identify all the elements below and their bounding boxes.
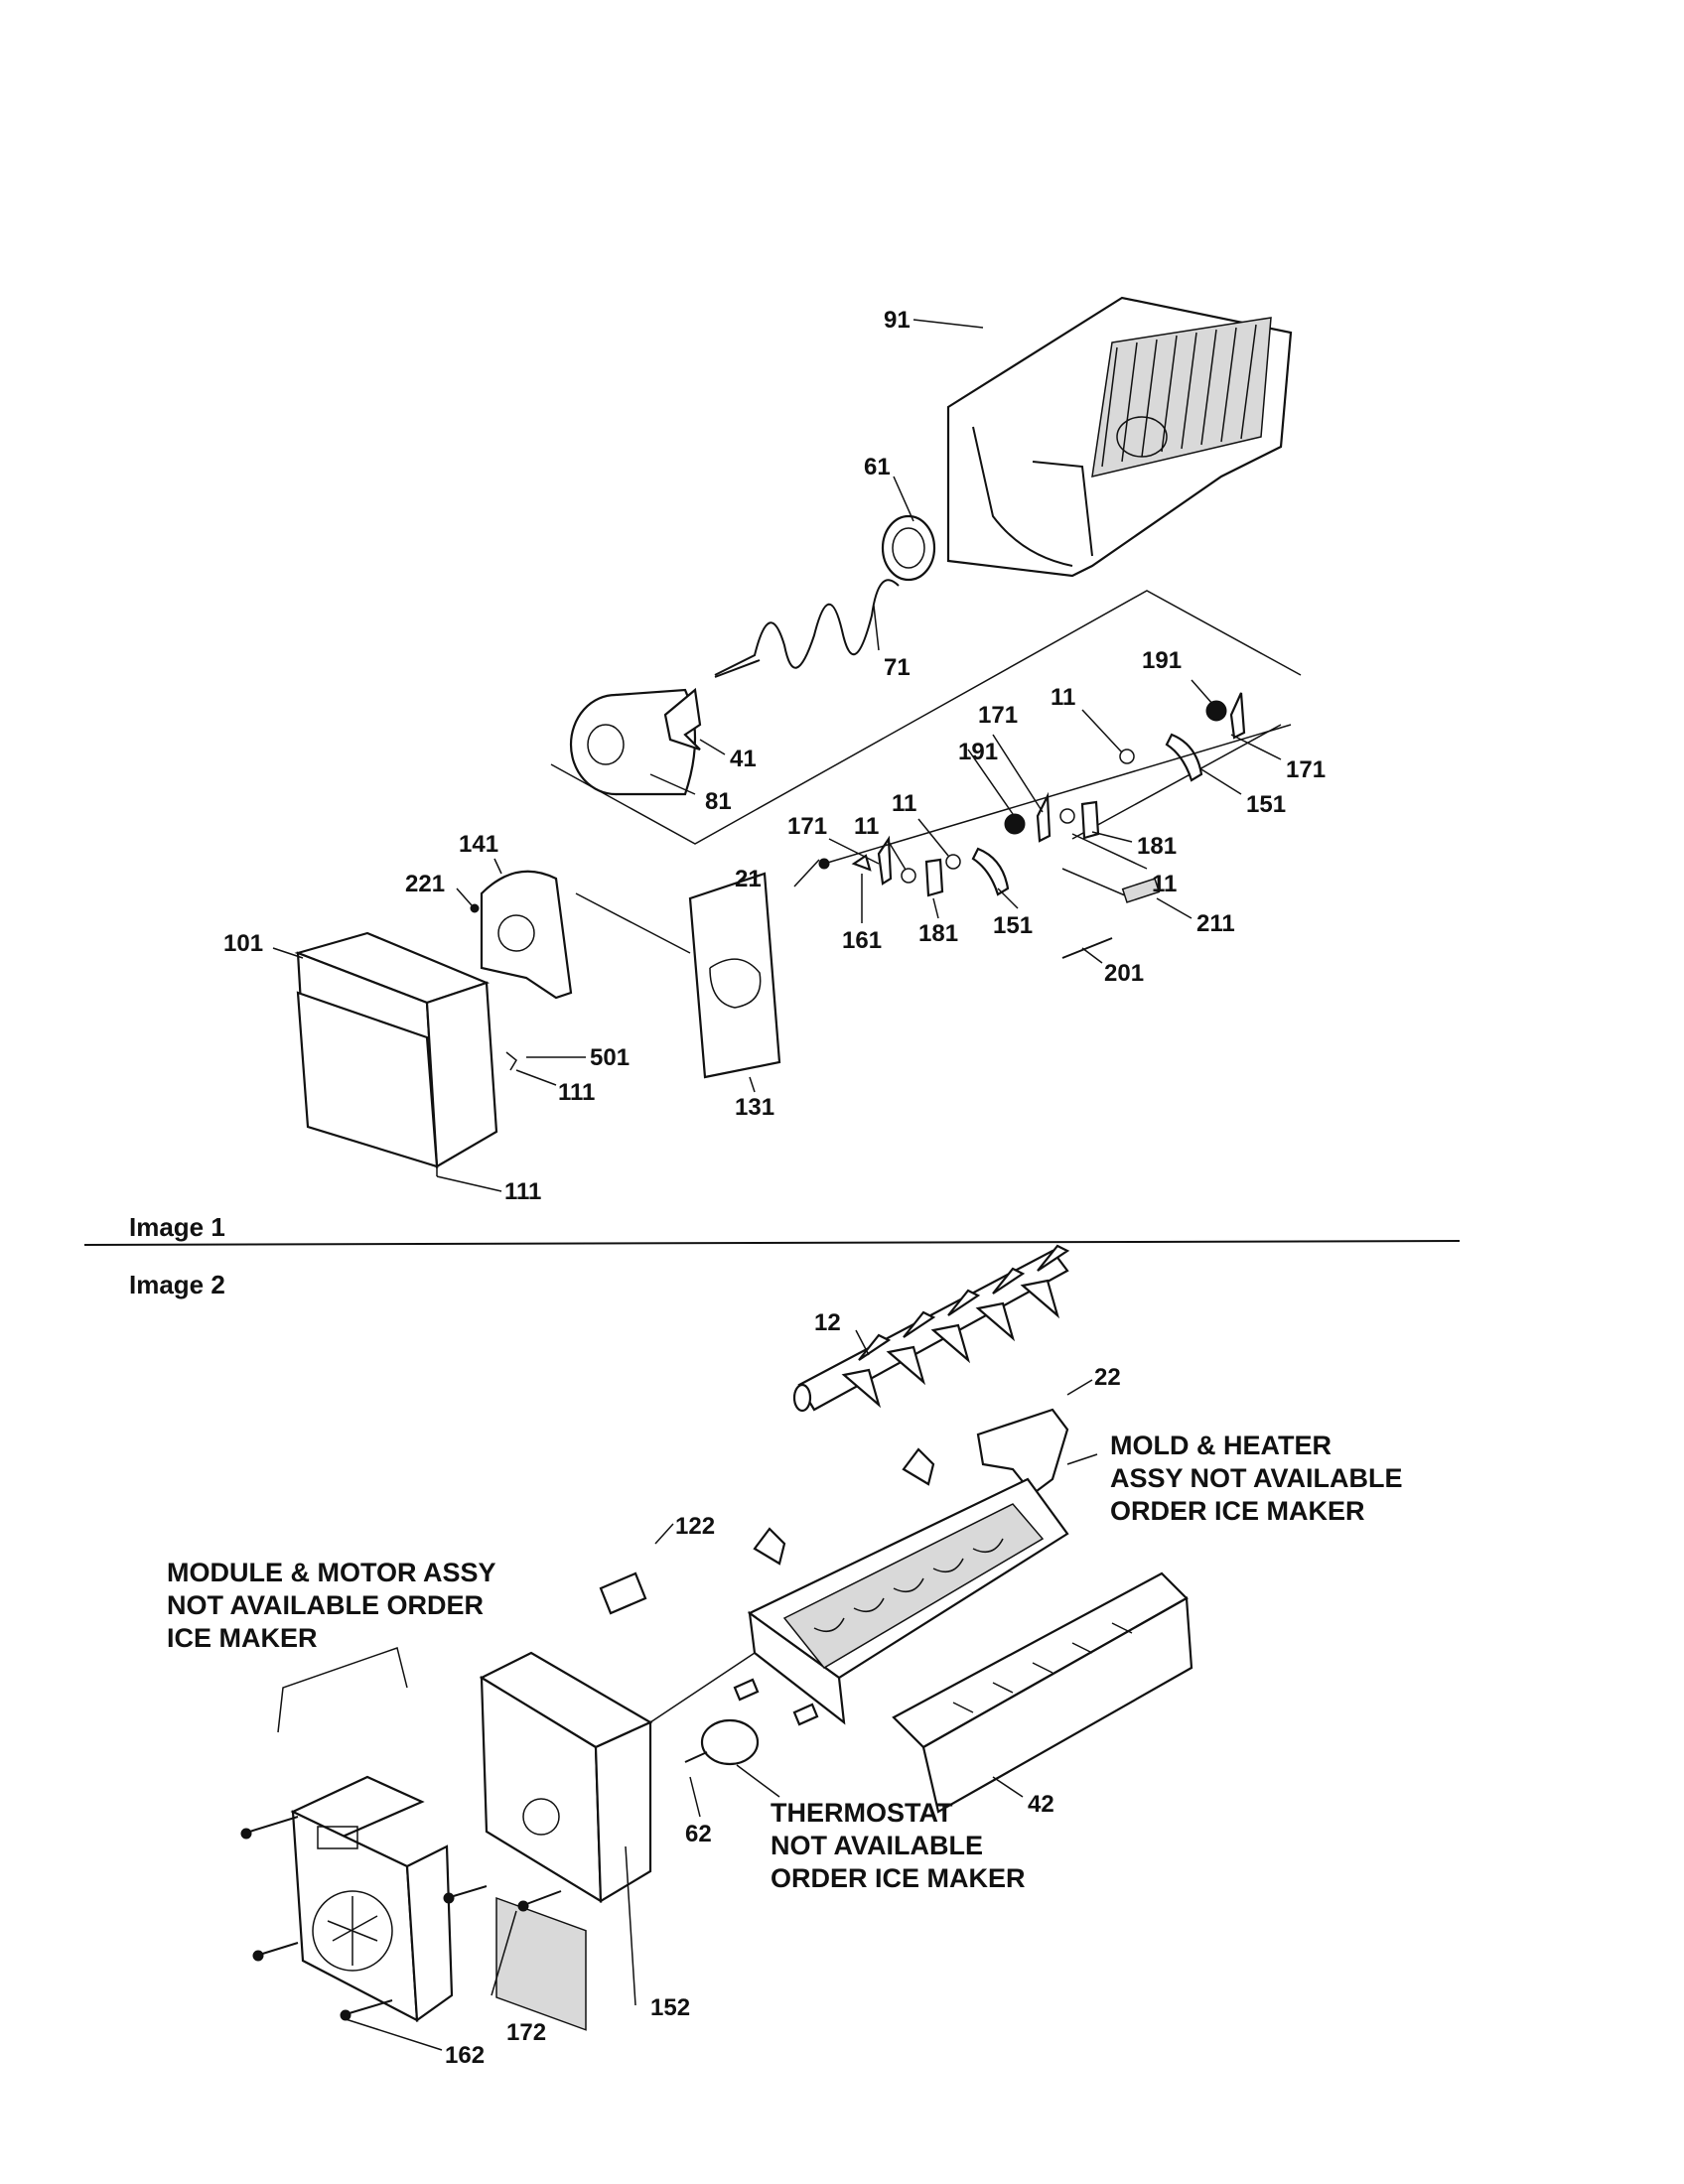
svg-text:ICE MAKER: ICE MAKER xyxy=(167,1623,318,1653)
part-label: 42 xyxy=(1028,1791,1054,1818)
svg-text:THERMOSTAT: THERMOSTAT xyxy=(771,1798,953,1828)
part-label: 11 xyxy=(1152,871,1177,897)
part-label: 152 xyxy=(650,1994,690,2021)
mold-heater-note: MOLD & HEATER ASSY NOT AVAILABLE ORDER I… xyxy=(1066,1431,1403,1526)
ejector-drawing xyxy=(792,1244,1070,1413)
part-label: 122 xyxy=(675,1513,715,1540)
part-label: 161 xyxy=(842,927,882,954)
mounting-plate-drawing xyxy=(575,872,781,1079)
section-label-image-1: Image 1 xyxy=(129,1212,225,1242)
module-motor-note: MODULE & MOTOR ASSY NOT AVAILABLE ORDER … xyxy=(167,1558,496,1653)
part-label: 211 xyxy=(1196,910,1235,937)
part-label: 22 xyxy=(1094,1364,1121,1391)
part-label: 41 xyxy=(730,746,757,772)
svg-text:ASSY NOT AVAILABLE: ASSY NOT AVAILABLE xyxy=(1110,1463,1403,1493)
ice-bucket-drawing xyxy=(946,296,1293,578)
svg-text:ORDER ICE MAKER: ORDER ICE MAKER xyxy=(1110,1496,1365,1526)
part-label: 11 xyxy=(854,813,879,840)
svg-text:MODULE & MOTOR ASSY: MODULE & MOTOR ASSY xyxy=(167,1558,496,1587)
svg-text:ORDER ICE MAKER: ORDER ICE MAKER xyxy=(771,1863,1026,1893)
svg-text:NOT AVAILABLE ORDER: NOT AVAILABLE ORDER xyxy=(167,1590,484,1620)
part-label: 201 xyxy=(1104,960,1144,987)
part-label: 71 xyxy=(884,654,911,681)
image2-labels: 12 22 122 62 42 152 172 162 xyxy=(342,1309,1121,2069)
part-label: 11 xyxy=(1051,684,1075,711)
mold-drawing xyxy=(747,1447,1069,1725)
module-housing-drawing xyxy=(479,1651,756,2031)
part-label: 91 xyxy=(884,307,911,334)
part-label: 111 xyxy=(504,1178,541,1205)
part-label: 12 xyxy=(814,1309,841,1336)
svg-text:MOLD & HEATER: MOLD & HEATER xyxy=(1110,1431,1332,1460)
thermostat-drawing xyxy=(684,1678,819,1766)
shaft-components-drawing xyxy=(818,692,1292,897)
section-divider xyxy=(83,1240,1461,1246)
front-cover-drawing xyxy=(294,931,517,1168)
shield-drawing xyxy=(892,1571,1193,1814)
part-label: 11 xyxy=(892,790,916,817)
part-label: 171 xyxy=(787,813,827,840)
part-label: 171 xyxy=(978,702,1018,729)
part-label: 501 xyxy=(590,1044,630,1071)
part-label: 162 xyxy=(445,2042,485,2069)
bracket-drawing xyxy=(976,1408,1069,1496)
part-label: 111 xyxy=(558,1079,595,1106)
motor-front-plate-drawing xyxy=(290,1775,454,2023)
part-label: 181 xyxy=(918,920,958,947)
part-label: 61 xyxy=(864,454,891,480)
section-label-image-2: Image 2 xyxy=(129,1270,225,1299)
ice-bucket-assembly xyxy=(294,296,1302,1176)
housing-drawing xyxy=(470,870,573,1000)
part-label: 62 xyxy=(685,1821,712,1847)
part-label: 151 xyxy=(1246,791,1286,818)
part-label: 81 xyxy=(705,788,732,815)
part-label: 101 xyxy=(223,930,263,957)
clip-drawing xyxy=(599,1571,647,1615)
thermostat-note: THERMOSTAT NOT AVAILABLE ORDER ICE MAKER xyxy=(736,1764,1026,1893)
part-label: 171 xyxy=(1286,756,1326,783)
part-label: 191 xyxy=(1142,647,1182,674)
part-label: 141 xyxy=(459,831,498,858)
ice-maker-assembly xyxy=(240,1244,1193,2031)
part-label: 21 xyxy=(735,866,762,892)
bearing-disc-drawing xyxy=(881,514,936,582)
svg-text:NOT AVAILABLE: NOT AVAILABLE xyxy=(771,1831,983,1860)
drum-and-blade-drawing xyxy=(569,687,702,796)
pin-and-sleeve-drawing xyxy=(1061,868,1161,959)
part-label: 221 xyxy=(405,871,445,897)
screws-drawing xyxy=(240,1816,562,2021)
image1-labels: 91 61 71 41 81 191 11 171 151 181 171 19… xyxy=(223,307,1326,1205)
part-label: 151 xyxy=(993,912,1033,939)
part-label: 172 xyxy=(506,2019,546,2046)
part-label: 181 xyxy=(1137,833,1177,860)
part-label: 131 xyxy=(735,1094,774,1121)
part-label: 191 xyxy=(958,739,998,765)
auger-spring-drawing xyxy=(714,579,900,676)
